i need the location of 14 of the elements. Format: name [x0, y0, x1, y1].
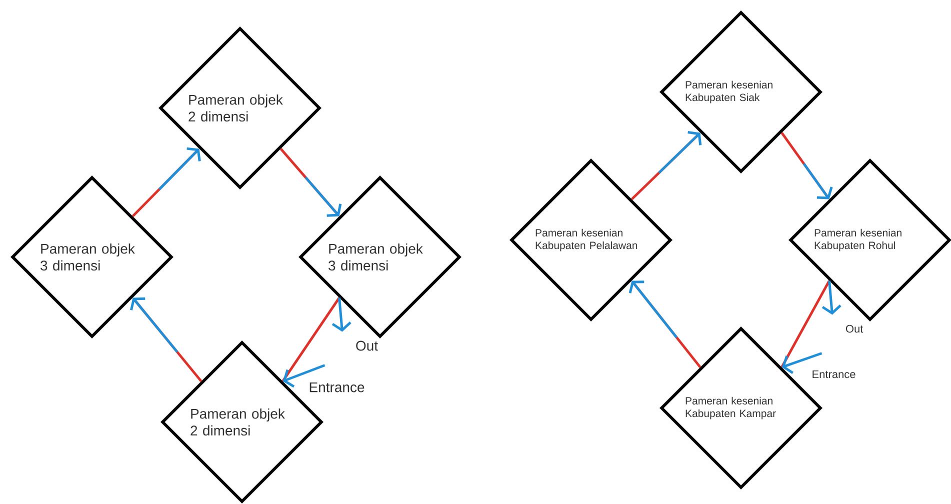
arrow [280, 148, 342, 217]
connector-line [780, 280, 830, 368]
arrow [628, 280, 702, 368]
arrow [132, 147, 201, 218]
edge-label: Out [354, 340, 380, 352]
edge-label: Out [844, 324, 864, 334]
arrow [282, 364, 326, 388]
arrow [780, 132, 833, 200]
arrow [332, 298, 352, 332]
arrow [822, 280, 842, 315]
arrow [630, 131, 702, 200]
connector-line [282, 297, 340, 382]
arrow [130, 297, 202, 382]
arrow [782, 352, 822, 374]
